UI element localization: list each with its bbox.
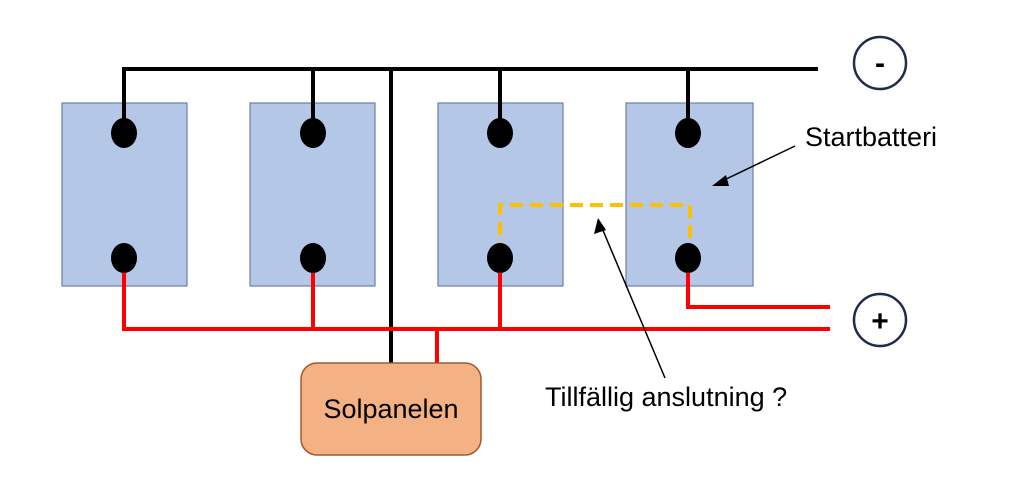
plus-sign: + [871, 305, 889, 338]
starter-battery-label: Startbatteri [805, 122, 937, 152]
positive-terminal-symbol: + [852, 292, 908, 348]
temporary-connection-arrowhead [594, 218, 606, 234]
terminal-battery-2-positive [300, 243, 326, 273]
minus-circle [852, 35, 908, 91]
solar-panel-box [300, 362, 482, 456]
terminal-battery-1-negative [111, 118, 137, 148]
solar-panel: Solpanelen [300, 362, 482, 456]
negative-terminal-symbol: - [852, 35, 908, 91]
terminal-battery-1-positive [111, 243, 137, 273]
solar-panel-label: Solpanelen [323, 394, 458, 424]
terminal-battery-3-positive [487, 243, 513, 273]
starter-battery-arrow-line [719, 145, 796, 183]
terminal-battery-4-positive [675, 243, 701, 273]
terminal-battery-3-negative [487, 118, 513, 148]
positive-bus-wire [122, 258, 830, 331]
plus-circle [852, 292, 908, 348]
terminals [111, 118, 701, 273]
terminal-battery-4-negative [675, 118, 701, 148]
starter-battery-arrowhead [712, 175, 729, 186]
terminal-battery-2-negative [300, 118, 326, 148]
starter-positive-wire [686, 258, 830, 309]
negative-bus-wire [122, 67, 818, 128]
temporary-connection-label: Tillfällig anslutning ? [545, 382, 787, 412]
temporary-connection-wire [498, 203, 692, 255]
batteries [61, 102, 754, 287]
temporary-connection-arrow-line [601, 227, 666, 379]
minus-sign: - [875, 47, 885, 80]
